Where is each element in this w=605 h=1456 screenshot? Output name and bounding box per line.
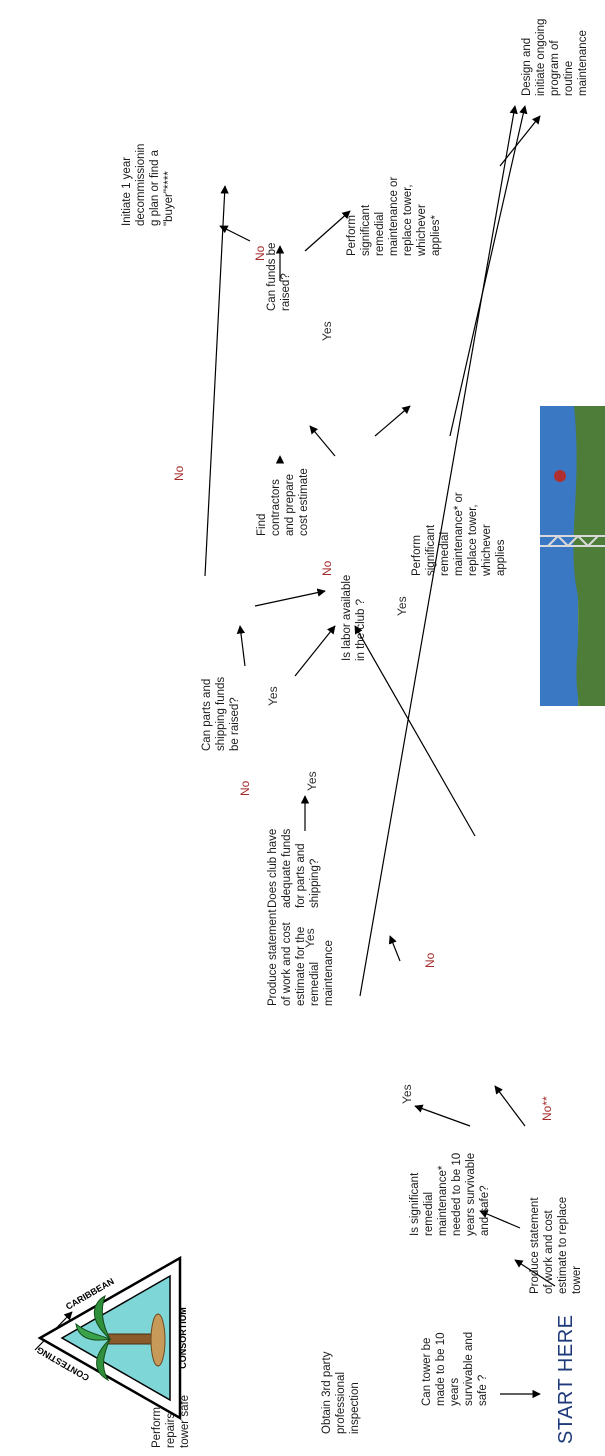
label-no-parts-to-decommission: No [172,465,186,481]
node-labor-available: Is labor available in the club ? [341,574,368,661]
node-decommission: Initiate 1 year decommissionin g plan or… [121,143,176,226]
label-yes-can-to-sig: Yes [400,1084,414,1104]
arrow-labor-to-contractors [309,425,336,457]
logo-bottom-text: CONSORTIUM [178,1307,188,1369]
node-perform-remedial-1: Perform significant remedial maintenance… [411,492,508,576]
tower-icon [540,535,605,547]
label-no-funds-to-decommission: No [253,245,267,261]
arrow-perform2-to-routine [499,115,541,167]
palm-leaf-icon [93,1294,111,1340]
arrow-perform1-to-routine [449,105,528,437]
arrow-repairs-to-inspection [514,1259,556,1287]
arrow-can-to-significant [414,1104,471,1127]
arrow-labor-to-perform1 [374,405,411,437]
arrow-inspection-to-can [479,1210,521,1229]
logo-triangle-icon: CONSORTIUM CONTESTING CARIBBEAN [35,1255,188,1421]
arrow-club-to-labor [294,625,336,677]
arrow-sig-to-routine [359,105,518,997]
consortium-logo: CONSORTIUM CONTESTING CARIBBEAN [30,1248,190,1428]
arrow-sig-to-remedial [388,935,401,962]
label-yes-parts-to-labor: Yes [266,686,280,706]
node-produce-remedial: Produce statement of work and cost estim… [267,909,336,1006]
palm-leaf-icon [75,1322,112,1341]
arrow-parts-to-labor [254,588,326,607]
node-funds-raised: Can funds be raised? [266,242,293,311]
arrow-funds-to-decommission [219,225,251,242]
arrow-replace-to-club [354,625,476,837]
label-yes-sig-to-remedial: Yes [303,928,317,948]
node-significant-needed: Is significant remedial maintenance* nee… [409,1152,492,1236]
node-perform-remedial-2: Perform significant remedial maintenance… [346,176,443,256]
label-yes-labor-to-perform: Yes [395,596,409,616]
node-routine-maintenance: Design and initiate ongoing program of r… [521,18,590,96]
node-can-be-made: Can tower be made to be 10 years surviva… [421,1331,490,1406]
palm-leaf-icon [96,1338,111,1382]
node-produce-replace: Produce statement of work and cost estim… [529,1196,584,1294]
label-no-sig-to-routine: No [423,952,437,968]
node-inspection: Obtain 3rd party professional inspection [321,1351,362,1434]
palm-trunk-icon [107,1333,159,1345]
arrow-parts-to-decommission [204,185,229,577]
label-no-can-to-replace: No** [540,1096,554,1121]
arrow-club-to-parts [236,625,246,667]
node-club-funds: Does club have adequate funds for parts … [267,828,322,908]
island-icon [150,1313,166,1367]
label-yes-club-to-labor: Yes [305,771,319,791]
arrow-funds-to-perform2 [304,210,351,252]
label-no-labor-to-contractors: No [320,560,334,576]
tower-photo [540,406,605,706]
node-parts-funds: Can parts and shipping funds be raised? [201,676,242,751]
label-no-club-to-parts: No [238,780,252,796]
label-yes-funds-to-perform: Yes [320,321,334,341]
node-find-contractors: Find contractors and prepare cost estima… [256,468,311,536]
arrow-can-to-replace [494,1085,526,1127]
tower-photo-image [540,406,605,706]
person-icon [554,470,566,482]
